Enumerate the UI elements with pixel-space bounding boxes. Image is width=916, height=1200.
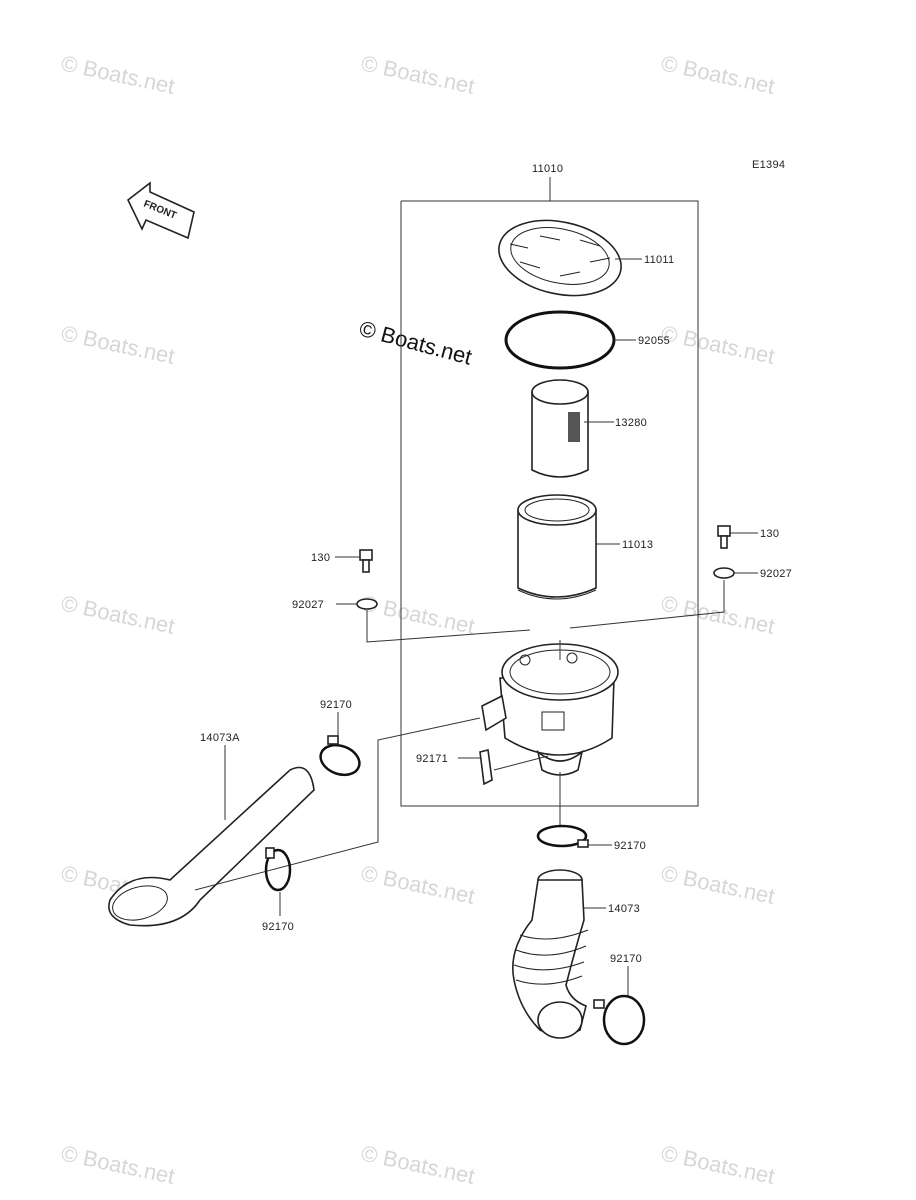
watermark: © Boats.net [59, 590, 177, 638]
housing-part [481, 640, 619, 776]
clamp-lower-left: 92170 [262, 847, 294, 933]
label-washer-right: 92027 [760, 568, 792, 580]
watermark: © Boats.net [659, 860, 777, 908]
watermark: © Boats.net [359, 590, 477, 638]
watermark: © Boats.net [59, 1140, 177, 1188]
washer-left: 92027 [292, 598, 531, 643]
bolt-right: 130 [717, 525, 779, 549]
screen-part: 13280 [531, 379, 647, 478]
watermark: © Boats.net [359, 1140, 477, 1188]
duct-center: 14073 [512, 869, 640, 1039]
clamp-lower-right: 92170 [593, 953, 646, 1046]
label-oring: 92055 [638, 335, 670, 347]
label-bolt-right: 130 [760, 528, 779, 540]
front-arrow-icon: FRONT [126, 181, 195, 240]
clip-part: 92171 [416, 749, 549, 786]
watermark: © Boats.net [659, 50, 777, 98]
label-clamp-lower-left: 92170 [262, 921, 294, 933]
label-cover: 11011 [644, 254, 674, 266]
element-part: 11013 [517, 494, 653, 600]
label-assembly: 11010 [532, 163, 563, 175]
cover-part: 11011 [498, 219, 674, 297]
watermark: © Boats.net [659, 1140, 777, 1188]
watermark: © Boats.net [659, 590, 777, 638]
duct-left: 14073A [108, 717, 481, 927]
diagram-code: E1394 [752, 159, 785, 171]
clamp-upper-left: 92170 [319, 699, 361, 777]
oring-part: 92055 [504, 310, 670, 370]
label-element: 11013 [622, 539, 653, 551]
clamp-center: 92170 [536, 772, 646, 852]
watermark: © Boats.net [659, 320, 777, 368]
label-clamp-lower-right: 92170 [610, 953, 642, 965]
watermark-dark: © Boats.net [357, 316, 475, 370]
label-clip: 92171 [416, 753, 448, 765]
bolt-left: 130 [311, 549, 373, 573]
watermark: © Boats.net [359, 50, 477, 98]
washer-right: 92027 [569, 567, 792, 629]
watermark: © Boats.net [359, 860, 477, 908]
assembly-box: 11010 [400, 163, 699, 807]
label-washer-left: 92027 [292, 599, 324, 611]
label-clamp-center: 92170 [614, 840, 646, 852]
label-screen: 13280 [615, 417, 647, 429]
watermark: © Boats.net [59, 50, 177, 98]
label-clamp-upper-left: 92170 [320, 699, 352, 711]
label-bolt-left: 130 [311, 552, 330, 564]
label-duct-center: 14073 [608, 903, 640, 915]
watermark: © Boats.net [59, 320, 177, 368]
label-duct-left: 14073A [200, 732, 240, 744]
